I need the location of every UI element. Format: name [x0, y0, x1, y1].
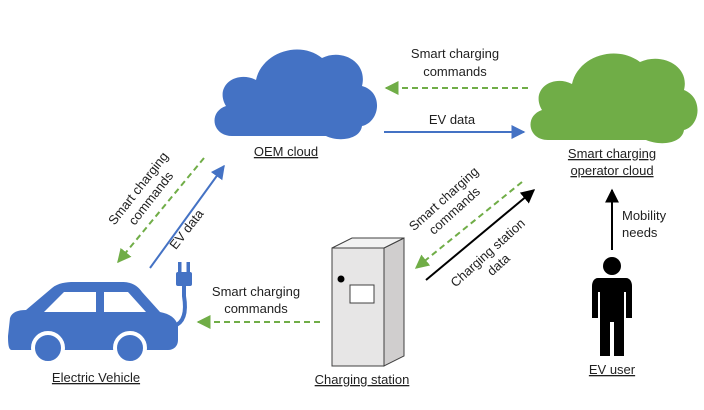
vehicle-to-oem-label: EV data [166, 206, 207, 252]
vehicle-to-oem-data-arrow [149, 164, 225, 269]
charging-station-icon [331, 237, 405, 367]
electric-vehicle-label: Electric Vehicle [52, 370, 140, 385]
user-to-operator-label-line1: Mobility [622, 208, 667, 223]
oem-to-vehicle-commands-arrow [117, 157, 205, 264]
charging-plug-icon [173, 262, 192, 328]
operator-cloud-icon [530, 53, 698, 144]
station-to-vehicle-label-line1: Smart charging [212, 284, 300, 299]
operator-to-oem-label-line2: commands [423, 64, 487, 79]
operator-to-station-commands-arrow [414, 181, 523, 269]
electric-vehicle-icon [8, 282, 178, 365]
operator-cloud-label-line2: operator cloud [570, 163, 653, 178]
user-to-operator-label-line2: needs [622, 225, 658, 240]
charging-station-label: Charging station [315, 372, 410, 387]
oem-cloud-label: OEM cloud [254, 144, 318, 159]
ev-user-label: EV user [589, 362, 636, 377]
station-to-operator-data-arrow [425, 189, 536, 281]
operator-cloud-label-line1: Smart charging [568, 146, 656, 161]
operator-to-oem-label-line1: Smart charging [411, 46, 499, 61]
oem-cloud-icon [214, 49, 378, 140]
oem-to-operator-label: EV data [429, 112, 476, 127]
station-to-vehicle-label-line2: commands [224, 301, 288, 316]
ev-user-icon [592, 257, 632, 356]
